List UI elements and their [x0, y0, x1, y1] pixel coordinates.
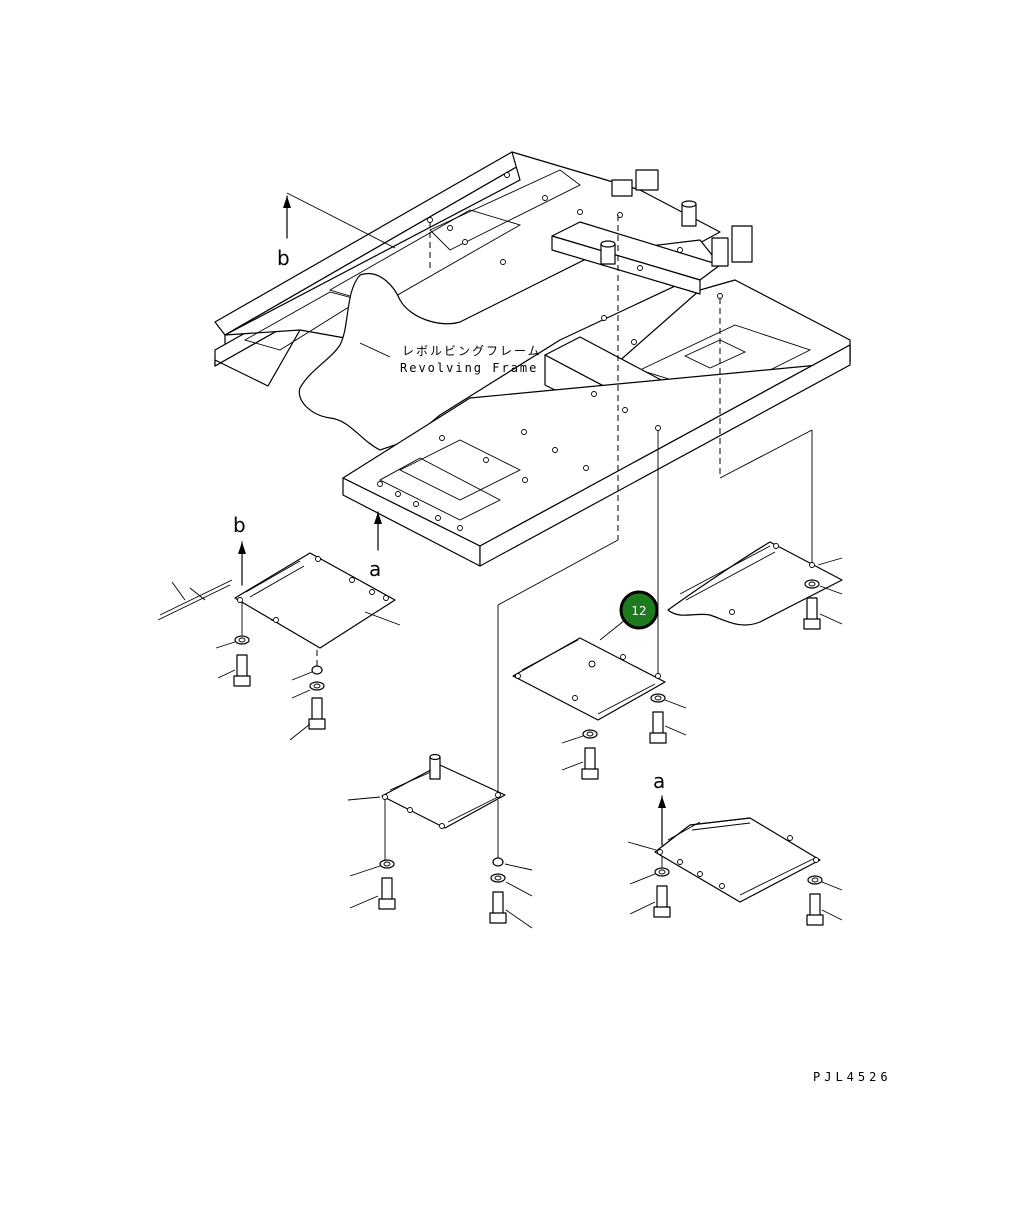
callout-12[interactable]: 12 [619, 590, 659, 630]
callout-12-number: 12 [631, 604, 646, 618]
marker-b-top-label: b [277, 246, 290, 270]
bolt-sets [215, 579, 843, 929]
cover-plate-bottom-right [627, 817, 821, 903]
cover-plate-center [512, 619, 666, 721]
marker-b-left-label: b [233, 513, 246, 537]
callout-12-badge[interactable] [619, 590, 659, 630]
drawing-code: PJL4526 [813, 1070, 892, 1084]
view-marker-b-left: b [233, 513, 246, 586]
frame-label-english: Revolving Frame [400, 361, 538, 375]
view-marker-a-bottom: a [653, 769, 666, 846]
frame-label-japanese: レボルビングフレーム [402, 344, 542, 358]
cover-plate-right [667, 541, 843, 626]
frame-label-leader [359, 342, 391, 358]
marker-a-bottom-label: a [653, 769, 665, 793]
marker-a-frame-label: a [369, 557, 381, 581]
view-marker-b-top: b [277, 192, 396, 270]
revolving-frame [214, 151, 851, 567]
cover-plate-left [157, 552, 401, 649]
cover-plate-bottom-left [347, 753, 506, 829]
view-marker-a-frame: a [369, 511, 382, 581]
